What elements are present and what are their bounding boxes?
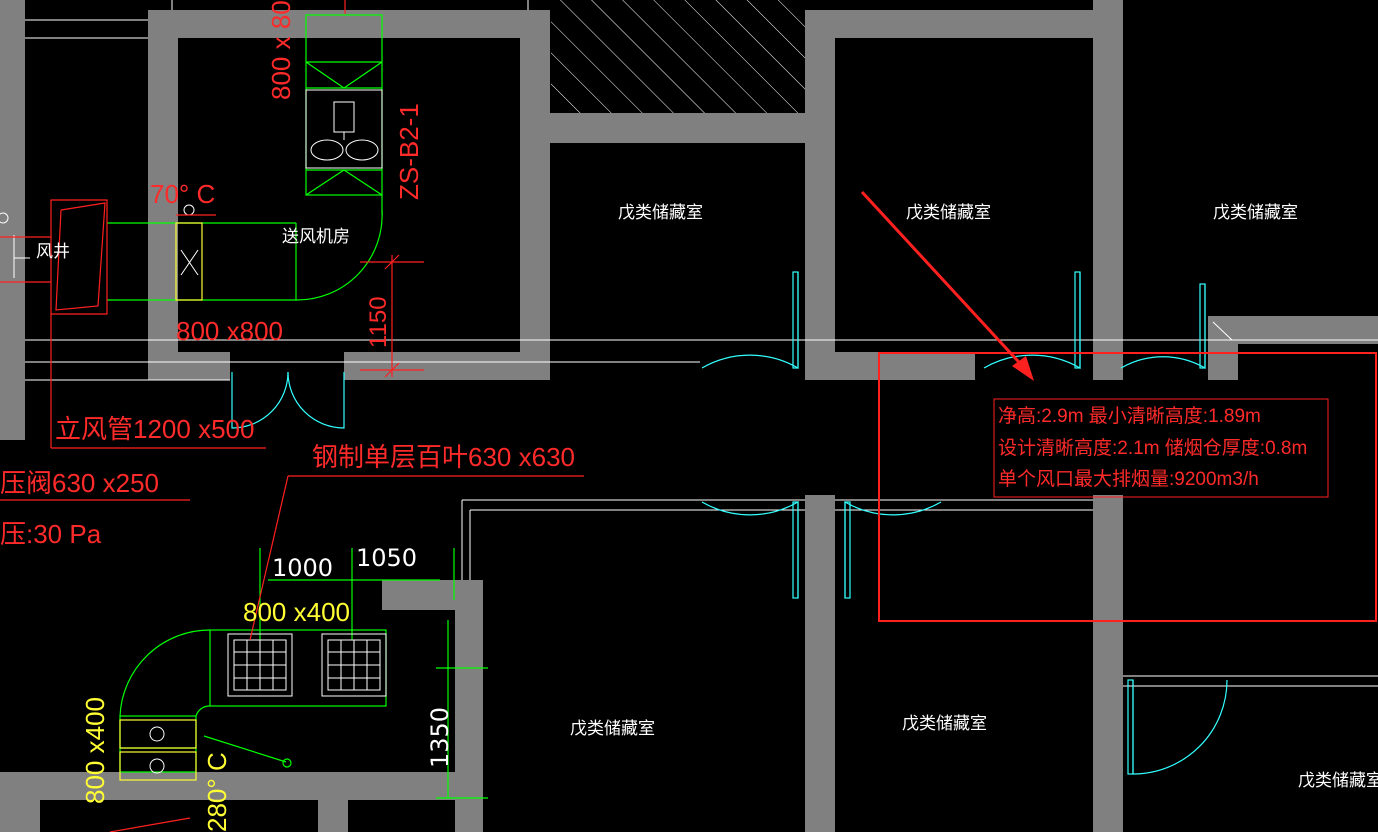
info-box-frame bbox=[993, 398, 1329, 498]
info-line-1: 净高:2.9m 最小清晰高度:1.89m bbox=[998, 405, 1261, 427]
highlight-region bbox=[878, 352, 1377, 622]
room-label: 戊类储藏室 bbox=[1213, 203, 1298, 223]
temperature-label: 70° C bbox=[150, 179, 215, 209]
louver-label: 钢制单层百叶630 x630 bbox=[312, 442, 575, 472]
doors bbox=[231, 271, 1228, 775]
dimension-1350: 1350 bbox=[426, 707, 454, 768]
hatched-shaft bbox=[551, 0, 805, 113]
duct-size-label: 800 x800 bbox=[176, 316, 283, 346]
equipment bbox=[0, 89, 387, 774]
info-line-3: 单个风口最大排烟量:9200m3/h bbox=[998, 468, 1259, 490]
pressure-label: 压:30 Pa bbox=[0, 519, 102, 549]
temperature-280-label: 280° C bbox=[202, 752, 232, 832]
room-label: 戊类储藏室 bbox=[1298, 771, 1378, 791]
dimension-1000: 1000 bbox=[272, 554, 333, 582]
fan-id-label: ZS-B2-1 bbox=[394, 103, 424, 200]
dimension-1050: 1050 bbox=[356, 544, 417, 572]
red-annotations bbox=[0, 0, 1034, 832]
room-label: 戊类储藏室 bbox=[902, 714, 987, 734]
dimension-1150: 1150 bbox=[365, 296, 392, 348]
louver-grilles bbox=[234, 640, 380, 690]
duct-800x400-label: 800 x400 bbox=[243, 597, 350, 627]
duct-800x400-vertical-label: 800 x400 bbox=[80, 697, 110, 804]
valve-label: 压阀630 x250 bbox=[0, 468, 159, 498]
room-label-fan-room: 送风机房 bbox=[282, 227, 350, 247]
room-label-shaft: 风井 bbox=[36, 242, 70, 262]
riser-duct-label: 立风管1200 x500 bbox=[55, 414, 254, 444]
room-label: 戊类储藏室 bbox=[906, 203, 991, 223]
fire-damper bbox=[119, 222, 203, 781]
info-line-2: 设计清晰高度:2.1m 储烟仓厚度:0.8m bbox=[998, 437, 1307, 459]
fan-dimension-label: 800 x 800 bbox=[266, 0, 296, 100]
room-label: 戊类储藏室 bbox=[618, 203, 703, 223]
room-label: 戊类储藏室 bbox=[570, 719, 655, 739]
